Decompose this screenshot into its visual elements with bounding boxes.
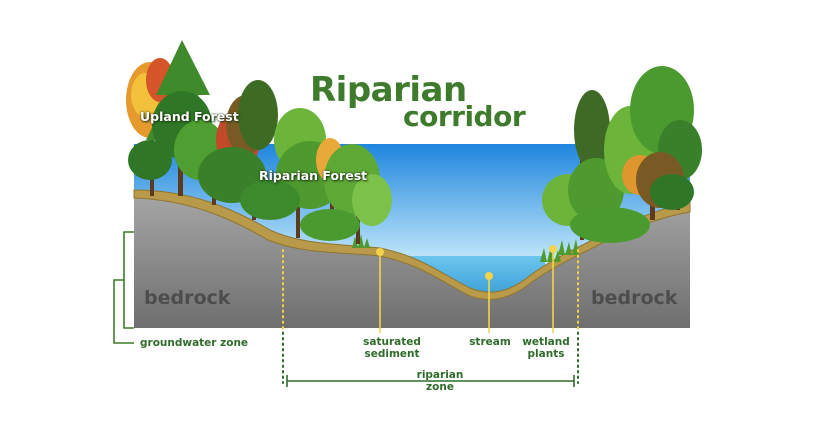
saturated-sediment-label: saturated sediment xyxy=(352,336,432,360)
left-forest xyxy=(126,40,392,244)
riparian-zone-label-line-1: riparian xyxy=(416,369,464,381)
sediment-layer xyxy=(133,189,691,300)
right-forest xyxy=(542,66,702,243)
riparian-zone-label-line-2: zone xyxy=(426,381,454,393)
bedrock-left-label: bedrock xyxy=(144,287,231,309)
saturated-sediment-label-line-2: sediment xyxy=(364,348,420,360)
wetland-plants-label-line-2: plants xyxy=(527,348,565,360)
wetland-plants-label-line-1: wetland xyxy=(522,336,570,348)
groundwater-zone-label: groundwater zone xyxy=(140,337,249,349)
riparian-zone-label: riparian zone xyxy=(400,369,480,393)
bedrock-right-label: bedrock xyxy=(591,287,678,309)
riparian-forest-label: Riparian Forest xyxy=(259,168,368,183)
title-line-2: corridor xyxy=(403,100,526,133)
title-line-1: Riparian xyxy=(310,70,467,110)
stream-callout-dot xyxy=(485,272,493,280)
saturated-sediment-label-line-1: saturated xyxy=(363,336,421,348)
wetland-grass xyxy=(352,234,579,262)
groundwater-leader xyxy=(113,279,134,344)
bedrock-cross-section xyxy=(134,196,690,328)
stream-label: stream xyxy=(469,336,511,348)
groundwater-bracket xyxy=(123,231,134,329)
saturated-sediment-callout-dot xyxy=(376,248,384,256)
wetland-plants-callout-dot xyxy=(549,245,557,253)
upland-forest-label: Upland Forest xyxy=(140,109,239,124)
wetland-plants-label: wetland plants xyxy=(515,336,577,360)
